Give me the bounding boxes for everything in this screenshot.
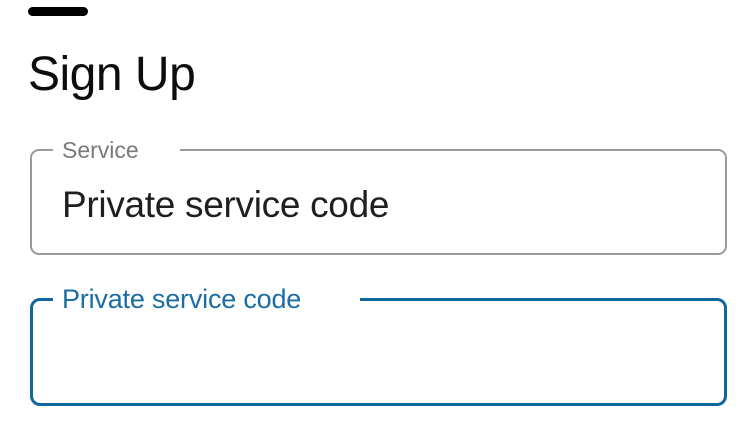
private-service-code-input[interactable]: Private service code xyxy=(30,284,727,406)
outline-notch xyxy=(53,297,360,305)
service-select-field[interactable]: Service Private service code xyxy=(30,138,727,255)
notch-pill xyxy=(28,7,88,16)
page-title: Sign Up xyxy=(28,48,196,101)
outline-notch xyxy=(53,148,180,154)
service-field-value: Private service code xyxy=(62,184,390,225)
